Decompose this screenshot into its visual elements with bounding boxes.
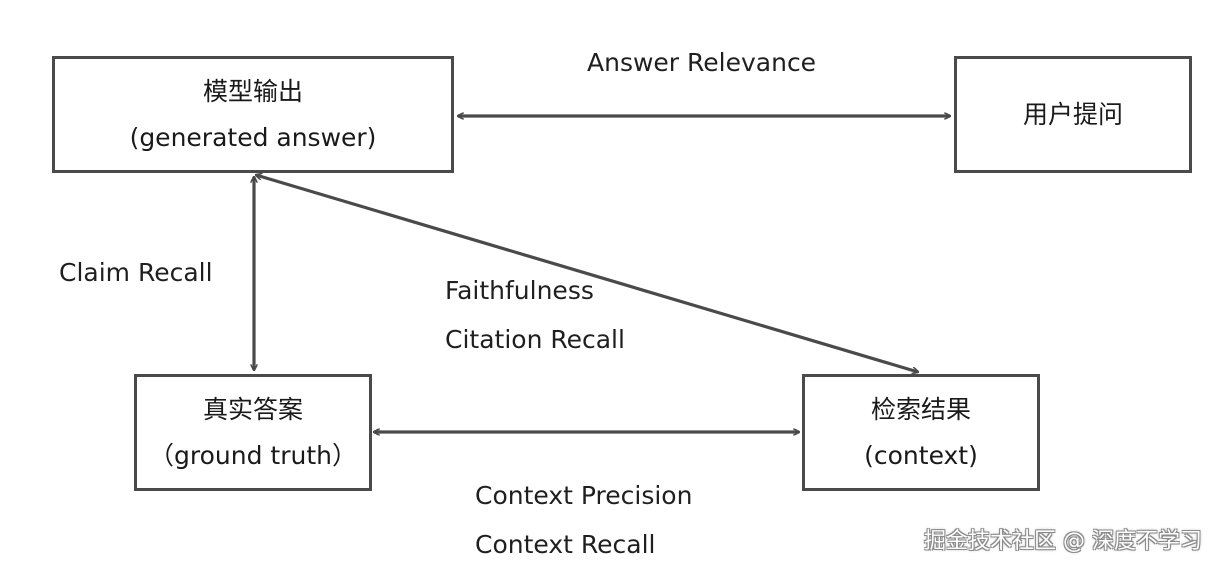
- node-model-output-subtitle: (generated answer): [129, 122, 377, 152]
- node-user-query-title: 用户提问: [1022, 99, 1123, 129]
- edge-label-citation-recall: Citation Recall: [445, 325, 625, 354]
- node-retrieval-title: 检索结果: [870, 394, 971, 424]
- watermark: 掘金技术社区 @ 深度不学习: [924, 529, 1202, 554]
- node-retrieval: 检索结果 (context): [802, 374, 1040, 491]
- node-user-query: 用户提问: [954, 56, 1192, 173]
- edge-label-context-recall: Context Recall: [475, 530, 656, 559]
- node-retrieval-subtitle: (context): [864, 440, 978, 470]
- node-ground-truth: 真实答案 （ground truth）: [134, 374, 372, 491]
- edge-label-context-precision: Context Precision: [475, 481, 693, 510]
- node-model-output: 模型输出 (generated answer): [52, 56, 454, 173]
- edge-label-claim-recall: Claim Recall: [59, 258, 213, 287]
- edge-label-faithfulness: Faithfulness: [445, 276, 594, 305]
- node-model-output-title: 模型输出: [202, 76, 303, 106]
- edge-label-answer-relevance: Answer Relevance: [587, 48, 817, 77]
- arrow-faithfulness: [256, 175, 918, 372]
- node-ground-truth-title: 真实答案: [202, 394, 303, 424]
- node-ground-truth-subtitle: （ground truth）: [149, 440, 357, 470]
